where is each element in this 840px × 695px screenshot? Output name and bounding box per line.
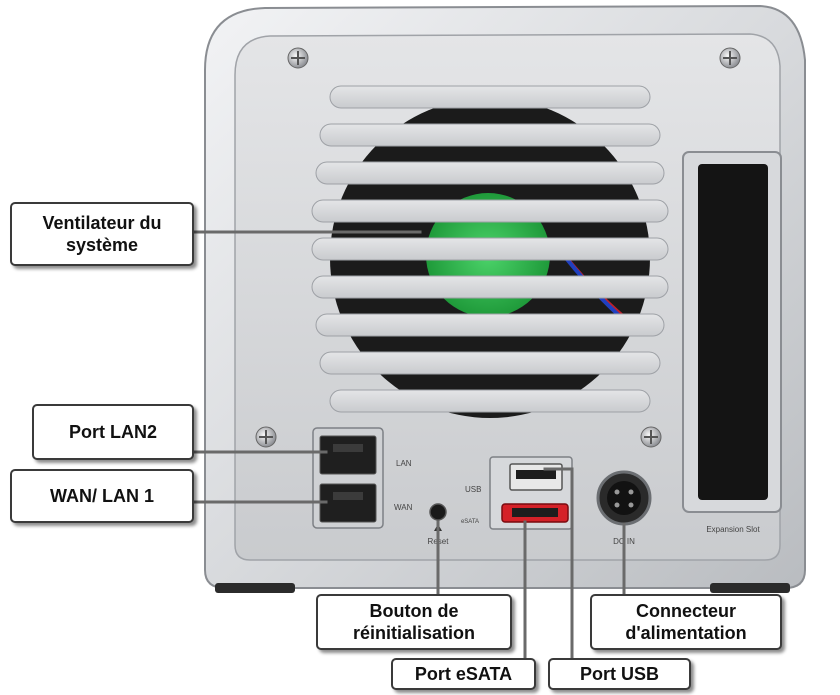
callout-reset: Bouton de réinitialisation	[316, 594, 512, 650]
esata-text: eSATA	[461, 519, 479, 525]
callout-lan2-label: Port LAN2	[68, 422, 157, 442]
callout-reset-line2: réinitialisation	[352, 623, 476, 643]
callout-esata-label: Port eSATA	[414, 664, 513, 684]
callout-lan2: Port LAN2	[32, 404, 194, 460]
expansion-slot: Expansion Slot	[682, 151, 782, 534]
callout-usb: Port USB	[548, 658, 691, 690]
screw-icon	[719, 47, 741, 69]
wan-text: WAN	[394, 503, 413, 512]
leader-line-usb	[543, 467, 574, 667]
device-foot-left	[215, 583, 295, 593]
callout-fan: Ventilateur du système	[10, 202, 194, 266]
wan-lan1-port	[319, 483, 377, 523]
usb-text: USB	[465, 485, 481, 494]
screw-icon	[640, 426, 662, 448]
callout-fan-line1: Ventilateur du	[42, 213, 162, 233]
callout-wan-lan1: WAN/ LAN 1	[10, 469, 194, 523]
lan-ports: LAN WAN	[312, 427, 413, 529]
screw-icon	[255, 426, 277, 448]
screw-icon	[287, 47, 309, 69]
callout-esata: Port eSATA	[391, 658, 536, 690]
lan-text: LAN	[396, 459, 412, 468]
expansion-slot-label: Expansion Slot	[706, 525, 760, 534]
lan2-port	[319, 435, 377, 475]
callout-power-line1: Connecteur	[635, 601, 736, 621]
callout-fan-line2: système	[65, 235, 139, 255]
callout-power-line2: d'alimentation	[625, 623, 747, 643]
callout-wan-lan1-label: WAN/ LAN 1	[49, 486, 154, 506]
system-fan	[311, 85, 669, 418]
callout-reset-line1: Bouton de	[369, 601, 459, 621]
device-foot-right	[710, 583, 790, 593]
callout-power: Connecteur d'alimentation	[590, 594, 782, 650]
callout-usb-label: Port USB	[579, 664, 659, 684]
